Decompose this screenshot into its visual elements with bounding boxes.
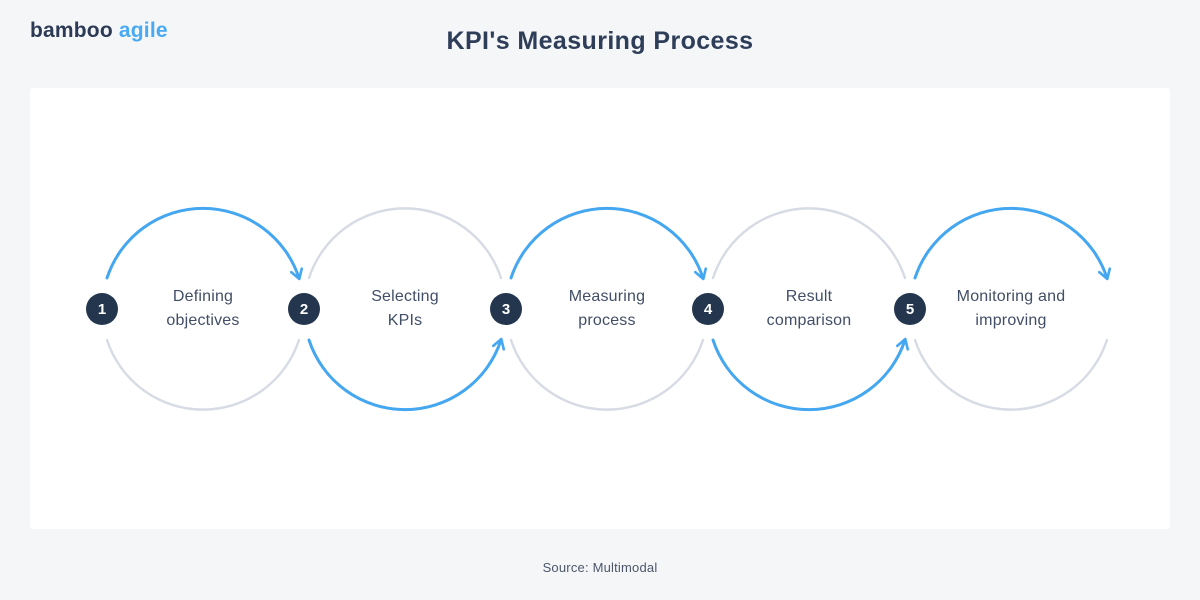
step-label-5-line-1: Monitoring and	[956, 288, 1066, 305]
step-marker-4: 4	[692, 293, 724, 325]
logo-text-agile: agile	[118, 19, 168, 42]
step-number-1: 1	[97, 300, 107, 318]
step-label-1-line-1: Defining	[172, 288, 234, 305]
step-label-4-line-1: Result	[785, 288, 833, 305]
diagram-card	[30, 88, 1170, 529]
step-number-3: 3	[501, 300, 511, 318]
step-label-4-line-2: comparison	[766, 312, 852, 329]
step-label-3: Measuring process	[512, 285, 702, 333]
step-number-2: 2	[299, 300, 309, 318]
step-label-3-line-1: Measuring	[568, 288, 646, 305]
step-marker-5: 5	[894, 293, 926, 325]
page-title: KPI's Measuring Process	[446, 27, 754, 55]
step-label-3-line-2: process	[578, 312, 636, 329]
step-label-2-line-2: KPIs	[387, 312, 423, 329]
logo-text-bamboo: bamboo	[30, 19, 113, 42]
step-label-1-line-2: objectives	[166, 312, 240, 329]
step-label-5: Monitoring and improving	[916, 285, 1106, 333]
step-label-1: Defining objectives	[108, 285, 298, 333]
step-number-5: 5	[905, 300, 915, 318]
step-marker-2: 2	[288, 293, 320, 325]
source-caption: Source: Multimodal	[542, 560, 658, 575]
step-marker-1: 1	[86, 293, 118, 325]
step-number-4: 4	[703, 300, 713, 318]
step-marker-3: 3	[490, 293, 522, 325]
step-label-4: Result comparison	[714, 285, 904, 333]
step-label-2-line-1: Selecting	[371, 288, 439, 305]
step-label-5-line-2: improving	[975, 312, 1047, 329]
